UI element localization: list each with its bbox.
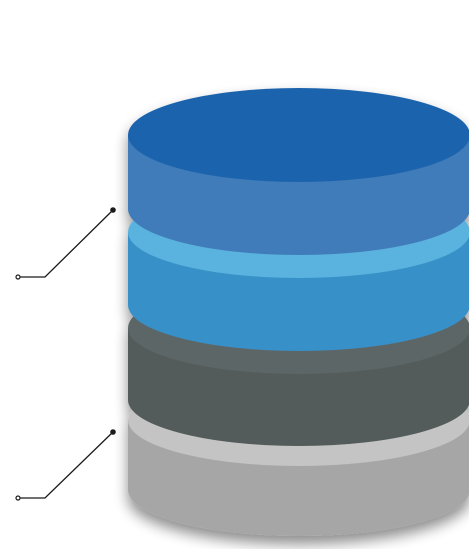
callout-upper-end-dot [110,207,116,213]
callout-upper-line [18,209,114,278]
callout-lower-end-dot [110,429,116,435]
callout-upper-start-dot [15,274,21,280]
callout-upper [15,207,116,280]
cylinder-stack [128,88,469,536]
callout-lower-start-dot [15,495,21,501]
layer-1-disk [128,88,469,255]
callout-lower [15,429,116,501]
layer-1-top [128,88,469,182]
callout-lower-line [18,431,114,499]
